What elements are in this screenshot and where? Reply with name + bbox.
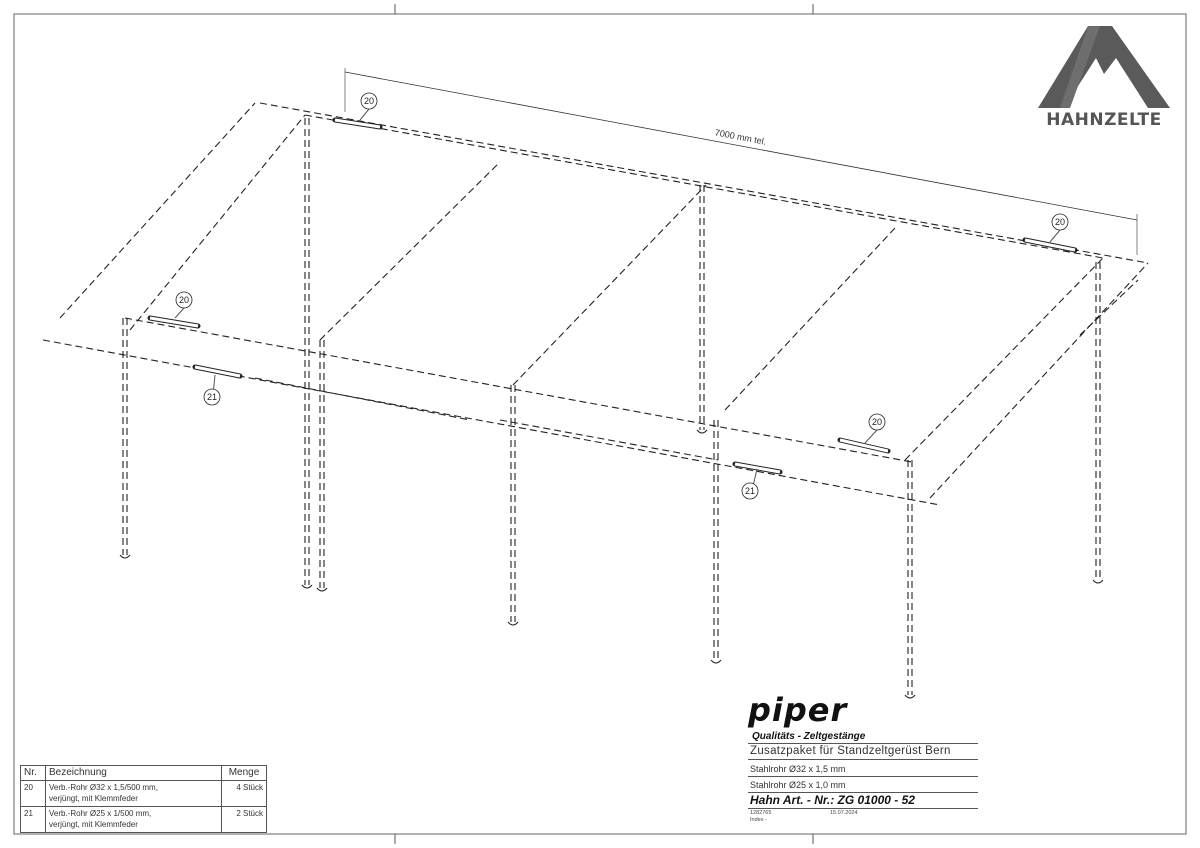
title-divider [748, 743, 978, 744]
roof-pipe [1079, 279, 1139, 336]
roof-pipe [512, 184, 707, 386]
roof-pipe [904, 257, 1104, 461]
row-desc-line1: Verb.-Rohr Ø25 x 1/500 mm, [49, 809, 152, 818]
roof-pipe [254, 377, 471, 421]
title-divider [748, 776, 978, 777]
row-nr: 20 [20, 780, 46, 807]
part-balloon-label: 21 [745, 486, 755, 496]
balloon-leader [359, 108, 370, 121]
roof-pipe [59, 102, 256, 319]
tent-frame-pipes [42, 102, 1149, 699]
drawing-subtitle: Zusatzpaket für Standzeltgerüst Bern [750, 745, 951, 757]
header-bezeichnung: Bezeichnung [45, 765, 222, 781]
roof-pipe [724, 227, 896, 411]
header-nr: Nr. [20, 765, 46, 781]
leg-foot [316, 587, 328, 592]
part-balloon-label: 20 [364, 96, 374, 106]
roof-pipe [319, 161, 501, 341]
logo-wordmark: HAHNZELTE [1046, 110, 1162, 130]
drawing-code: 1282765 [750, 810, 772, 816]
connector-pipe-fill [734, 462, 781, 474]
row-bezeichnung: Verb.-Rohr Ø32 x 1,5/500 mm, verjüngt, mi… [45, 780, 222, 807]
sheet-frame [13, 13, 1187, 835]
leg-foot [119, 554, 131, 559]
article-number: Hahn Art. - Nr.: ZG 01000 - 52 [750, 793, 915, 807]
row-desc-line1: Verb.-Rohr Ø32 x 1,5/500 mm, [49, 783, 158, 792]
leg-foot [507, 621, 519, 626]
row-bezeichnung: Verb.-Rohr Ø25 x 1/500 mm, verjüngt, mit … [45, 806, 222, 833]
part-balloon-label: 20 [1055, 217, 1065, 227]
part-balloon [203, 388, 221, 406]
balloon-leader [864, 429, 878, 444]
part-balloon-label: 20 [872, 417, 882, 427]
title-divider [748, 759, 978, 760]
roof-pipe [124, 317, 913, 463]
title-divider [748, 792, 978, 793]
dimension-label: 7000 mm tel. [714, 127, 767, 146]
leg-foot [904, 694, 916, 699]
table-row: 20 Verb.-Rohr Ø32 x 1,5/500 mm, verjüngt,… [20, 780, 267, 807]
index-label: Index - [750, 817, 767, 823]
row-nr: 21 [20, 806, 46, 833]
highlighted-parts [147, 117, 1078, 475]
material-spec-2: Stahlrohr Ø25 x 1,0 mm [750, 780, 846, 790]
material-spec-1: Stahlrohr Ø32 x 1,5 mm [750, 764, 846, 774]
part-balloon-label: 21 [207, 392, 217, 402]
roof-pipe [499, 419, 719, 461]
roof-pipe [259, 102, 1149, 264]
row-desc-line2: verjüngt, mit Klemmfeder [49, 794, 138, 803]
roof-pipe [42, 339, 941, 506]
title-divider [748, 808, 978, 809]
brand-name: piper [748, 691, 848, 729]
connector-pipe-fill [194, 365, 241, 378]
dimension-line: 7000 mm tel. [344, 68, 1138, 255]
connector-pipe-fill [149, 316, 199, 328]
part-balloon [360, 92, 378, 110]
leg-foot [1092, 579, 1104, 584]
parts-list-table: Nr. Bezeichnung Menge 20 Verb.-Rohr Ø32 … [20, 765, 267, 833]
row-menge: 2 Stück [221, 806, 267, 833]
row-desc-line2: verjüngt, mit Klemmfeder [49, 820, 138, 829]
roof-pipe [129, 114, 306, 331]
balloon-leader [1049, 229, 1061, 243]
roof-pipe [929, 262, 1149, 499]
part-balloon-label: 20 [179, 295, 189, 305]
leg-foot [710, 659, 722, 664]
part-balloons: 20 20 20 20 21 21 [174, 92, 1069, 500]
tent-icon [1038, 26, 1170, 108]
connector-pipe-fill [334, 118, 381, 129]
row-menge: 4 Stück [221, 780, 267, 807]
hahnzelte-logo: HAHNZELTE [1030, 22, 1178, 142]
connector-pipe-fill [839, 438, 889, 453]
table-row: 21 Verb.-Rohr Ø25 x 1/500 mm, verjüngt, m… [20, 806, 267, 833]
part-balloon [868, 413, 886, 431]
part-balloon [741, 482, 759, 500]
balloon-leader [174, 307, 185, 319]
drawing-date: 15.07.2024 [830, 810, 858, 816]
part-balloon [175, 291, 193, 309]
part-balloon [1051, 213, 1069, 231]
leg-foot [301, 584, 313, 589]
connector-pipe-fill [1024, 238, 1076, 252]
parts-header-row: Nr. Bezeichnung Menge [20, 765, 267, 781]
roof-pipe [304, 114, 1104, 259]
header-menge: Menge [221, 765, 267, 781]
brand-tagline: Qualitäts - Zeltgestänge [752, 731, 866, 742]
leg-foot [696, 429, 708, 434]
